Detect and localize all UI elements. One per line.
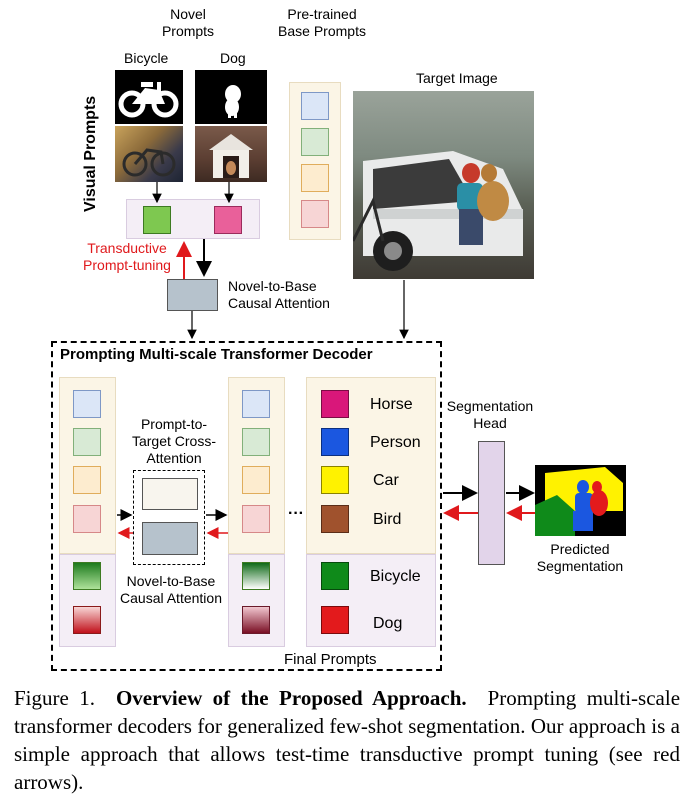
decoder-title: Prompting Multi-scale Transformer Decode… [60,346,373,363]
caption-figure-number: Figure 1. [14,686,96,710]
novel-prompts-label: Novel Prompts [148,6,228,40]
arrows-layer [117,182,535,539]
bicycle-photo [115,126,183,182]
predicted-segmentation-label: Predicted Segmentation [520,541,640,575]
novel-prompts-line2: Prompts [161,23,215,39]
p2t-line1: Prompt-to- [140,416,208,432]
predicted-segmentation-mask-icon [535,467,623,536]
novel-prompt-bicycle[interactable] [143,206,171,234]
col2-base-pink[interactable] [242,505,270,533]
col2-novel-green[interactable] [242,562,270,590]
figure-caption: Figure 1. Overview of the Proposed Appro… [14,684,680,796]
class-label-car: Car [373,472,399,489]
pretrained-base-prompts-label: Pre-trained Base Prompts [262,6,382,40]
base-prompt-green[interactable] [301,128,329,156]
attention-module-frame [133,470,205,565]
target-image [353,91,534,279]
dog-label: Dog [220,50,246,66]
p2t-line3: Attention [146,450,202,466]
bicycle-mask-image [115,70,183,124]
col1-novel-red[interactable] [73,606,101,634]
pretrained-line2: Base Prompts [278,23,366,39]
final-prompt-person[interactable] [321,428,349,456]
col2-base-green[interactable] [242,428,270,456]
ellipsis: ··· [288,505,304,522]
p2t-attention-box [142,478,198,510]
target-image-label: Target Image [416,70,498,86]
top-n2b-line1: Novel-to-Base [228,278,317,294]
decoder-n2b-label: Novel-to-Base Causal Attention [115,573,227,607]
class-label-bicycle: Bicycle [370,568,421,585]
top-causal-attention-label: Novel-to-Base Causal Attention [228,278,330,312]
doghouse-photo-icon [209,134,253,178]
seg-head-line1: Segmentation [446,398,534,414]
p2t-line2: Target Cross- [131,433,217,449]
pred-line1: Predicted [550,541,610,557]
col1-base-yellow[interactable] [73,466,101,494]
transductive-line2: Prompt-tuning [83,257,171,273]
seg-head-line2: Head [473,415,507,431]
decoder-frame [51,341,442,671]
col2-base-yellow[interactable] [242,466,270,494]
final-prompts-label: Final Prompts [284,651,377,668]
base-prompt-yellow[interactable] [301,164,329,192]
transductive-line1: Transductive [87,240,167,256]
bicycle-label: Bicycle [124,50,169,66]
class-label-bird: Bird [373,511,402,528]
novel-prompts-line1: Novel [170,6,206,22]
top-causal-attention-box [167,279,218,311]
col2-base-blue[interactable] [242,390,270,418]
caption-title: Overview of the Proposed Approach. [115,686,467,710]
final-prompt-horse[interactable] [321,390,349,418]
top-n2b-line2: Causal Attention [228,295,330,311]
caption-body: Prompting multi-scale transformer decode… [14,686,681,794]
class-label-horse: Horse [370,396,413,413]
pred-line2: Segmentation [536,558,624,574]
transductive-prompt-tuning-label: Transductive Prompt-tuning [78,240,176,274]
dog-photo [195,126,267,182]
target-image-scene-icon [353,151,523,271]
final-prompt-bicycle[interactable] [321,562,349,590]
bicycle-silhouette-icon [118,82,179,118]
class-label-person: Person [370,434,421,451]
p2t-label: Prompt-to- Target Cross- Attention [118,416,230,467]
col1-novel-green[interactable] [73,562,101,590]
base-prompt-blue[interactable] [301,92,329,120]
decoder-n2b-line2: Causal Attention [120,590,222,606]
predicted-segmentation-image [535,465,626,536]
base-prompt-pink[interactable] [301,200,329,228]
decoder-n2b-line1: Novel-to-Base [126,573,216,589]
final-prompt-car[interactable] [321,466,349,494]
segmentation-head-box [478,441,505,565]
col1-base-green[interactable] [73,428,101,456]
bicycle-photo-icon [122,148,176,177]
col2-novel-red[interactable] [242,606,270,634]
novel-prompt-dog[interactable] [214,206,242,234]
segmentation-head-label: Segmentation Head [440,398,540,432]
n2b-attention-box [142,522,198,555]
final-prompt-dog[interactable] [321,606,349,634]
dog-silhouette-icon [225,85,241,118]
class-label-dog: Dog [373,615,403,632]
final-prompt-bird[interactable] [321,505,349,533]
col1-base-pink[interactable] [73,505,101,533]
col1-base-blue[interactable] [73,390,101,418]
dog-mask-image [195,70,267,124]
pretrained-line1: Pre-trained [287,6,357,22]
